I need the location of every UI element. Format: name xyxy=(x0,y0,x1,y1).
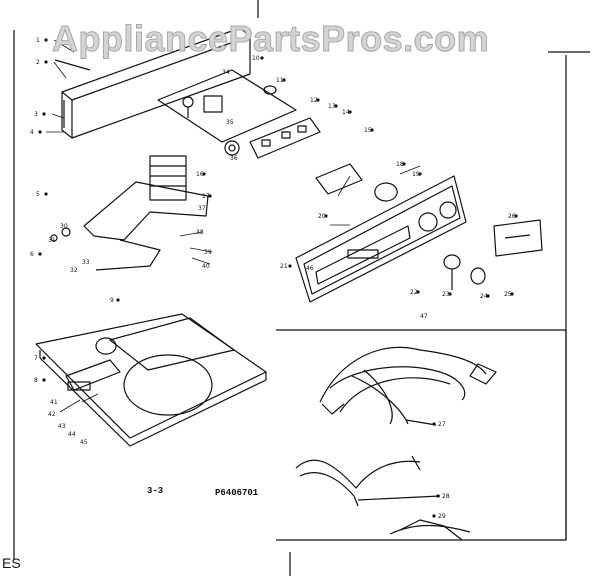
diagram-code: P6406701 xyxy=(215,488,259,498)
callout-number: 18 xyxy=(396,161,404,168)
callout-number: 43 xyxy=(58,423,66,430)
callout-number: 4 xyxy=(30,129,34,136)
top-cover xyxy=(35,313,267,447)
callout-number: 12 xyxy=(310,97,318,104)
callout-number: 14 xyxy=(342,109,350,116)
callout-number: 45 xyxy=(80,439,88,446)
callout-number: 39 xyxy=(204,249,212,256)
callout-number: 35 xyxy=(226,119,234,126)
callout-number: 3 xyxy=(34,111,38,118)
callout-number: 6 xyxy=(30,251,34,258)
callout-number: 34 xyxy=(222,69,230,76)
callout-number: 30 xyxy=(60,223,68,230)
timer-bracket xyxy=(157,69,297,143)
callout-number: 27 xyxy=(438,421,446,428)
callout-number: 10 xyxy=(252,55,260,62)
leader-lines xyxy=(46,39,421,413)
callout-number: 22 xyxy=(410,289,418,296)
callout-number: 5 xyxy=(36,191,40,198)
callout-number: 26 xyxy=(508,213,516,220)
callout-number: 37 xyxy=(198,205,206,212)
callout-number: 15 xyxy=(364,127,372,134)
callout-number: 20 xyxy=(318,213,326,220)
callout-number: 42 xyxy=(48,411,56,418)
callout-number: 8 xyxy=(34,377,38,384)
switch-panel xyxy=(224,117,321,159)
control-knobs xyxy=(443,254,486,290)
callout-number: 25 xyxy=(504,291,512,298)
console-backguard xyxy=(54,27,251,139)
callout-number: 13 xyxy=(328,103,336,110)
callout-number: 28 xyxy=(442,493,450,500)
cover-plate xyxy=(315,163,398,202)
edge-fragment: ES xyxy=(2,555,21,571)
wire-harness-main xyxy=(319,346,497,426)
callout-number: 36 xyxy=(230,155,238,162)
callout-number: 24 xyxy=(480,293,488,300)
section-ref: 3-3 xyxy=(147,486,164,496)
callout-number: 7 xyxy=(34,355,38,362)
callout-number: 1 xyxy=(36,37,40,44)
callout-markers xyxy=(38,38,518,518)
callout-number: 17 xyxy=(202,193,210,200)
callout-number: 11 xyxy=(276,77,284,84)
wiring-inset-frame xyxy=(276,329,567,541)
callout-number: 31 xyxy=(48,237,56,244)
callout-number: 41 xyxy=(50,399,58,406)
knob-bracket xyxy=(493,219,543,257)
callout-number: 38 xyxy=(196,229,204,236)
callout-number: 44 xyxy=(68,431,76,438)
callout-number: 9 xyxy=(110,297,114,304)
callout-number: 33 xyxy=(82,259,90,266)
callout-number: 40 xyxy=(202,263,210,270)
lid-switch-harness xyxy=(50,155,209,271)
watermark: AppliancePartsPros.com xyxy=(51,18,490,60)
callout-number: 32 xyxy=(70,267,78,274)
callout-number: 16 xyxy=(196,171,204,178)
callout-number: 19 xyxy=(412,171,420,178)
control-panel xyxy=(295,175,467,303)
callout-number: 21 xyxy=(280,263,288,270)
wire-harness-secondary xyxy=(295,455,441,507)
callout-number: 2 xyxy=(36,59,40,66)
callout-number: 29 xyxy=(438,513,446,520)
callout-number: 23 xyxy=(442,291,450,298)
wire-harness-jumper xyxy=(389,519,471,541)
callout-number: 46 xyxy=(306,265,314,272)
callout-number: 47 xyxy=(420,313,428,320)
